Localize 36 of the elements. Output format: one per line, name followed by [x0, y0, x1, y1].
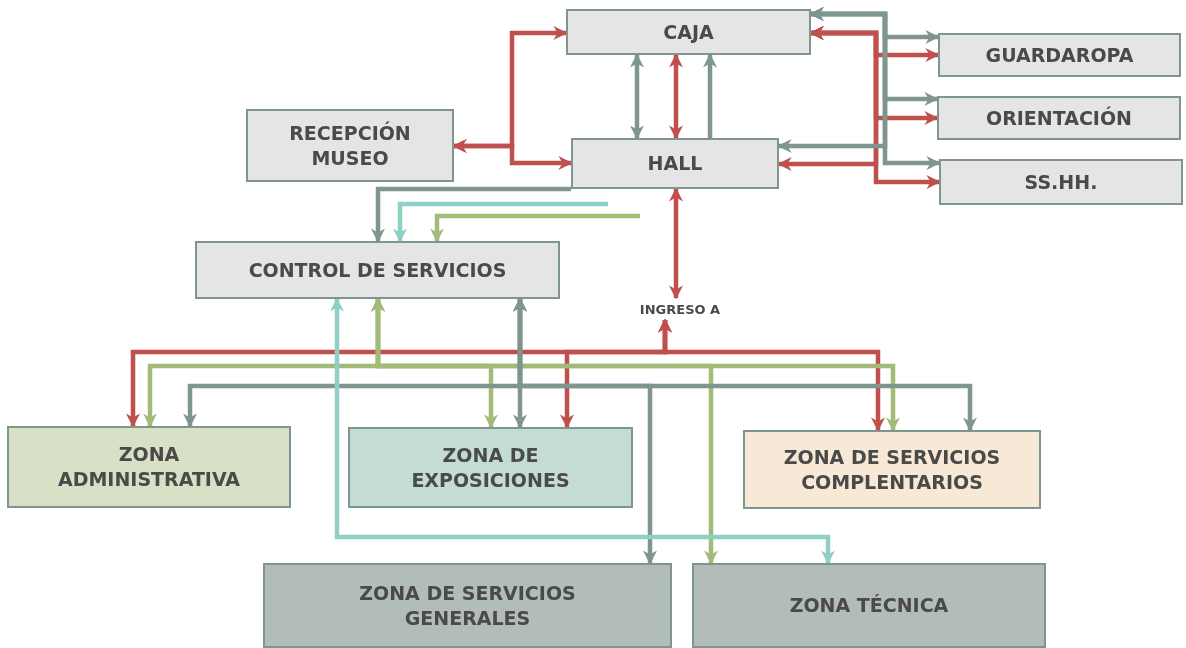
zone-label: ZONA DE SERVICIOS GENERALES: [358, 580, 577, 631]
arrow: [330, 297, 835, 565]
zone-box: [939, 159, 1183, 205]
arrow: [371, 297, 718, 565]
arrow: [630, 53, 644, 140]
arrow: [393, 201, 608, 243]
zone-box: [938, 33, 1181, 77]
arrow: [703, 53, 717, 138]
zone-box: [348, 427, 633, 508]
entrance-label: INGRESO A: [625, 298, 735, 320]
zone-box: [937, 96, 1181, 140]
arrow: [669, 53, 683, 140]
zone-label: ZONA DE EXPOSICIONES: [410, 442, 571, 493]
arrow: [658, 318, 885, 432]
zone-box: [246, 109, 454, 182]
zone-box: [692, 563, 1046, 648]
zone-box: [566, 9, 811, 55]
zone-label: ORIENTACIÓN: [986, 105, 1132, 131]
zone-label: ZONA ADMINISTRATIVA: [56, 442, 242, 492]
zone-box: [7, 426, 291, 508]
arrow: [430, 213, 640, 243]
zone-box: [195, 241, 560, 299]
zone-box: [263, 563, 672, 648]
zone-label: SS.HH.: [1024, 169, 1098, 195]
zone-box: [571, 138, 779, 189]
arrow: [513, 297, 657, 565]
zone-label: RECEPCIÓN MUSEO: [288, 120, 412, 171]
zone-label: HALL: [647, 151, 703, 176]
zone-label: ZONA DE SERVICIOS COMPLENTARIOS: [782, 444, 1002, 495]
zone-label: GUARDAROPA: [985, 42, 1134, 68]
zone-label: CAJA: [663, 19, 714, 45]
zone-label: ZONA TÉCNICA: [789, 593, 949, 618]
zone-label: CONTROL DE SERVICIOS: [248, 257, 507, 283]
arrow: [669, 187, 683, 300]
arrow: [371, 186, 571, 243]
zone-box: [743, 430, 1041, 509]
